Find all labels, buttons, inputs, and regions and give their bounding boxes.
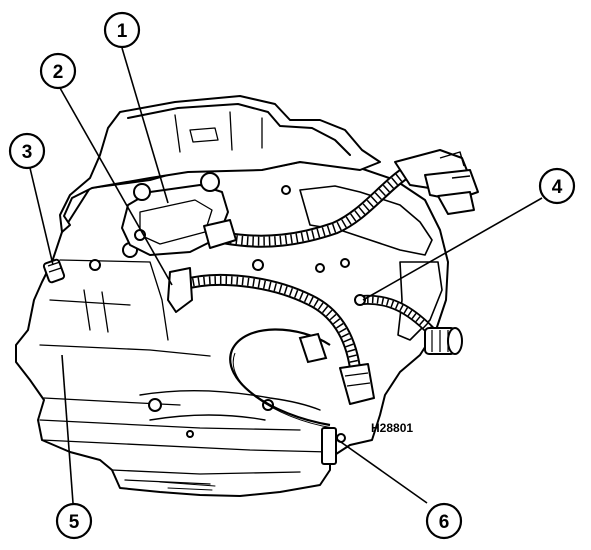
wiring-harness-upper (218, 163, 417, 248)
callout-2: 2 (39, 52, 77, 90)
callout-number: 1 (117, 21, 128, 42)
callout-5: 5 (55, 502, 93, 540)
sensor-wire-loop (229, 328, 334, 429)
callout-1: 1 (103, 11, 141, 49)
callout-number: 4 (552, 177, 563, 198)
leader-line-1 (121, 47, 169, 204)
callout-number: 2 (53, 62, 64, 83)
callout-3: 3 (8, 132, 46, 170)
callout-number: 6 (439, 512, 450, 533)
leader-line-6 (337, 439, 428, 504)
sensor-connector-small (298, 332, 328, 364)
speed-sensor-harness (357, 294, 435, 335)
callout-circle (538, 167, 576, 205)
leader-line-3 (29, 167, 54, 266)
harness-plug-lower (167, 267, 375, 405)
case-bolt (42, 258, 66, 284)
callout-number: 5 (69, 512, 80, 533)
leader-line-2 (59, 87, 173, 286)
leader-line-4 (362, 197, 543, 301)
callout-circle (39, 52, 77, 90)
callout-circle (8, 132, 46, 170)
callout-circle (103, 11, 141, 49)
callout-circle (55, 502, 93, 540)
harness-connector-upper (203, 149, 479, 249)
callout-number: 3 (22, 142, 33, 163)
callout-circle (425, 502, 463, 540)
range-sensor (121, 172, 229, 256)
leader-lines (29, 47, 543, 504)
callout-6: 6 (425, 502, 463, 540)
transmission-case (15, 95, 449, 497)
callout-4: 4 (538, 167, 576, 205)
reference-code: H28801 (371, 421, 413, 435)
wiring-harness-lower (176, 274, 361, 374)
leader-line-5 (61, 354, 74, 504)
speed-sensor (354, 294, 463, 355)
